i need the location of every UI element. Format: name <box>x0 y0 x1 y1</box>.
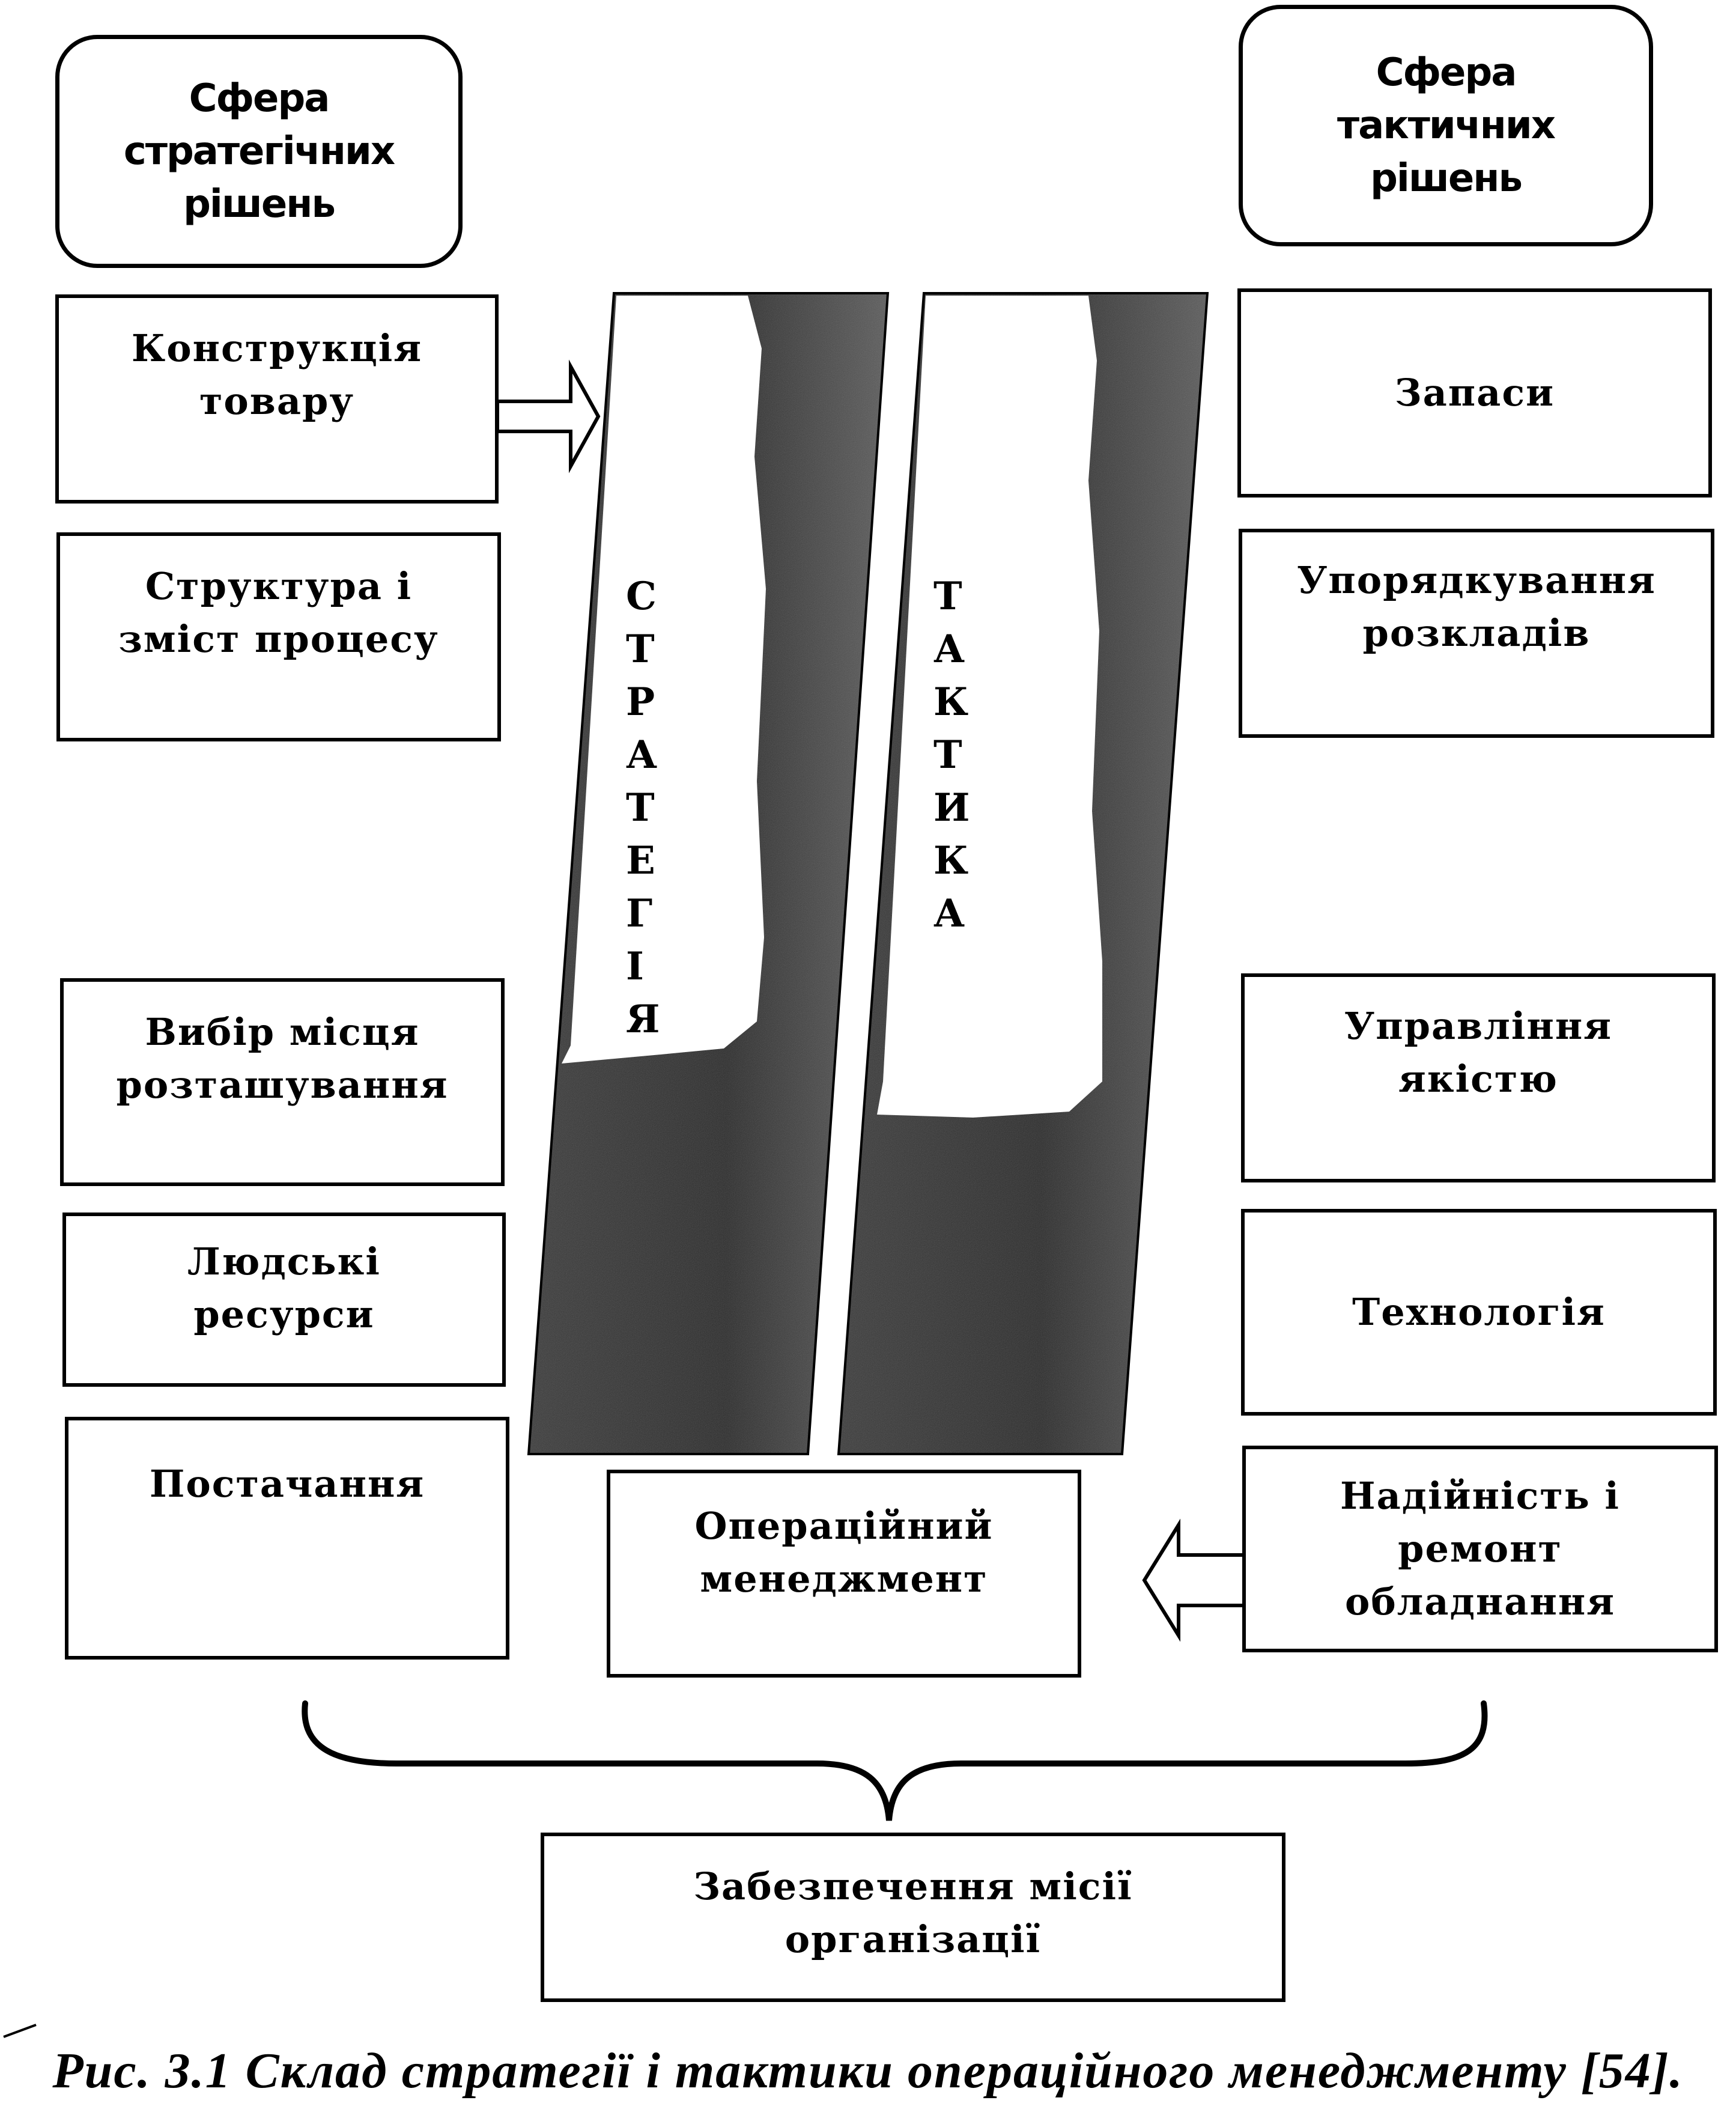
tactics-letter: К <box>933 838 969 883</box>
tactical-header-label: Сфера тактичних рішень <box>1337 50 1556 201</box>
left-box-human-resources: Людські ресурси <box>62 1213 506 1387</box>
tactics-band <box>837 292 1209 1455</box>
strategy-letter: С <box>626 574 657 619</box>
box-label: Операційний менеджмент <box>694 1504 994 1601</box>
box-label: Забезпечення місії організації <box>693 1864 1133 1961</box>
figure-caption: Рис. 3.1 Склад стратегії і тактики опера… <box>52 2043 1684 2099</box>
strategy-letter: Р <box>626 680 655 725</box>
tactics-band-highlight <box>877 296 1102 1118</box>
strategic-header-label: Сфера стратегічних рішень <box>123 76 395 227</box>
tactics-letter: Т <box>933 732 962 777</box>
right-box-technology: Технологія <box>1241 1209 1717 1416</box>
mission-box: Забезпечення місії організації <box>541 1833 1285 2002</box>
right-box-inventory: Запаси <box>1237 288 1712 498</box>
strategy-letter: Я <box>626 997 660 1042</box>
right-box-reliability-repair: Надійність і ремонт обладнання <box>1242 1446 1718 1652</box>
box-label: Постачання <box>149 1462 425 1506</box>
box-label: Людські ресурси <box>187 1240 381 1336</box>
strategy-letter: І <box>626 944 644 989</box>
left-box-location: Вибір місця розташування <box>60 978 505 1186</box>
right-box-scheduling: Упорядкування розкладів <box>1239 529 1714 738</box>
arrow-left-icon <box>1142 1518 1248 1642</box>
right-box-quality-management: Управління якістю <box>1241 973 1716 1182</box>
operations-management-box: Операційний менеджмент <box>607 1470 1081 1678</box>
box-label: Запаси <box>1394 371 1555 415</box>
left-box-process-structure: Структура і зміст процесу <box>56 532 501 741</box>
box-label: Упорядкування розкладів <box>1297 558 1656 655</box>
tactics-letter: К <box>933 680 969 725</box>
strategic-decisions-header: Сфера стратегічних рішень <box>55 35 463 268</box>
tactics-letter: И <box>933 785 970 830</box>
strategy-letter: Т <box>626 627 655 672</box>
strategy-band <box>527 292 890 1455</box>
tactical-decisions-header: Сфера тактичних рішень <box>1239 5 1653 246</box>
box-label: Надійність і ремонт обладнання <box>1340 1474 1620 1623</box>
box-label: Управління якістю <box>1344 1004 1613 1101</box>
left-box-product-design: Конструкція товару <box>55 294 499 504</box>
box-label: Конструкція товару <box>131 326 423 423</box>
strategy-band-highlight <box>562 296 766 1064</box>
strategy-letter: Е <box>626 838 655 883</box>
strategy-letter: Г <box>626 891 653 936</box>
strategy-letter: Т <box>626 785 655 830</box>
strategy-letter: А <box>626 732 658 777</box>
tactics-letter: А <box>933 891 965 936</box>
box-label: Вибір місця розташування <box>116 1010 449 1107</box>
box-label: Технологія <box>1352 1290 1606 1334</box>
stray-mark <box>3 2024 37 2038</box>
curly-brace-icon <box>302 1700 1488 1821</box>
arrow-right-icon <box>496 359 601 473</box>
tactics-letter: Т <box>933 574 962 619</box>
tactics-letter: А <box>933 627 965 672</box>
box-label: Структура і зміст процесу <box>118 564 439 661</box>
left-box-supply: Постачання <box>65 1417 509 1660</box>
